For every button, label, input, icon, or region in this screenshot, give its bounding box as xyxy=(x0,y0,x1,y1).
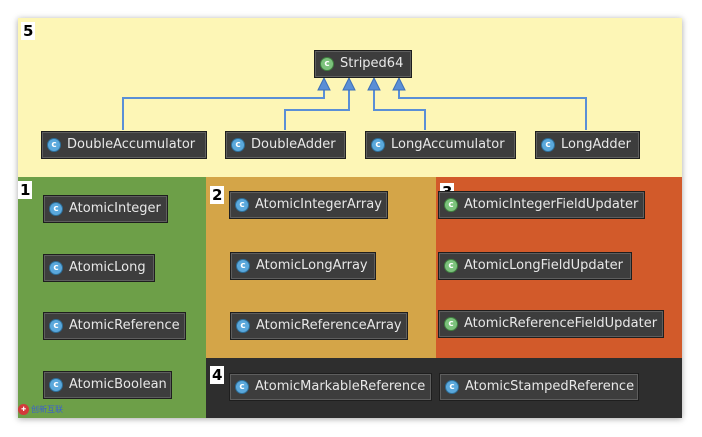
class-label: AtomicLongArray xyxy=(256,258,368,273)
region-number-4: 4 xyxy=(210,366,225,384)
class-node-atomiclongarray[interactable]: c AtomicLongArray xyxy=(230,252,376,280)
class-node-atomicmarkablereference[interactable]: c AtomicMarkableReference xyxy=(229,373,432,401)
class-node-atomicreferencefieldupdater[interactable]: c AtomicReferenceFieldUpdater xyxy=(438,310,664,338)
class-node-atomiclongfieldupdater[interactable]: c AtomicLongFieldUpdater xyxy=(438,252,632,280)
arrowhead-1 xyxy=(317,76,331,91)
arrowhead-3 xyxy=(367,76,381,91)
abstract-class-icon: c xyxy=(444,259,458,273)
class-label: AtomicLong xyxy=(69,260,146,275)
class-icon: c xyxy=(236,319,250,333)
arrowhead-2 xyxy=(342,76,356,91)
region-number-5: 5 xyxy=(21,22,36,40)
class-label: AtomicInteger xyxy=(69,201,161,216)
class-icon: c xyxy=(49,202,63,216)
class-label: AtomicStampedReference xyxy=(465,379,635,394)
class-node-longadder[interactable]: c LongAdder xyxy=(535,131,640,159)
class-icon: c xyxy=(445,380,459,394)
class-label: AtomicReferenceArray xyxy=(256,318,402,333)
region-number-2: 2 xyxy=(210,186,225,204)
class-node-atomicintegerfieldupdater[interactable]: c AtomicIntegerFieldUpdater xyxy=(438,191,645,219)
class-node-doubleaccumulator[interactable]: c DoubleAccumulator xyxy=(41,131,207,159)
class-label: AtomicIntegerFieldUpdater xyxy=(464,197,639,212)
class-node-atomicboolean[interactable]: c AtomicBoolean xyxy=(43,371,172,399)
class-node-atomicreference[interactable]: c AtomicReference xyxy=(43,312,186,340)
class-label: AtomicReferenceFieldUpdater xyxy=(464,316,658,331)
abstract-class-icon: c xyxy=(444,317,458,331)
class-icon: c xyxy=(231,138,245,152)
class-icon: c xyxy=(49,319,63,333)
class-node-longaccumulator[interactable]: c LongAccumulator xyxy=(365,131,516,159)
class-label: DoubleAdder xyxy=(251,137,336,152)
diagram-canvas: 5 1 2 3 4 c Striped64 c DoubleAccumulato… xyxy=(18,18,682,418)
class-label: AtomicMarkableReference xyxy=(255,379,426,394)
class-icon: c xyxy=(236,259,250,273)
abstract-class-icon: c xyxy=(320,57,334,71)
class-node-doubleadder[interactable]: c DoubleAdder xyxy=(225,131,346,159)
abstract-class-icon: c xyxy=(444,198,458,212)
edge-longadder xyxy=(398,88,587,130)
edge-longaccumulator xyxy=(373,88,426,130)
watermark-text: 创新互联 xyxy=(31,405,63,414)
class-node-atomicstampedreference[interactable]: c AtomicStampedReference xyxy=(439,373,639,401)
class-label: DoubleAccumulator xyxy=(67,137,196,152)
edge-doubleaccumulator xyxy=(122,88,325,130)
class-icon: c xyxy=(235,198,249,212)
class-icon: c xyxy=(49,378,63,392)
inheritance-edges xyxy=(122,76,587,130)
class-label: LongAdder xyxy=(561,137,631,152)
class-node-atomiclong[interactable]: c AtomicLong xyxy=(43,254,155,282)
class-node-atomicintegerarray[interactable]: c AtomicIntegerArray xyxy=(229,191,388,219)
class-label: Striped64 xyxy=(340,56,404,71)
class-label: AtomicIntegerArray xyxy=(255,197,382,212)
class-label: AtomicReference xyxy=(69,318,180,333)
class-label: LongAccumulator xyxy=(391,137,505,152)
watermark: ✚ 创新互联 xyxy=(18,404,63,415)
class-icon: c xyxy=(541,138,555,152)
class-label: AtomicBoolean xyxy=(69,377,167,392)
class-icon: c xyxy=(49,261,63,275)
class-node-atomicreferencearray[interactable]: c AtomicReferenceArray xyxy=(230,312,408,340)
class-node-atomicinteger[interactable]: c AtomicInteger xyxy=(43,195,168,223)
arrowhead-4 xyxy=(392,76,406,91)
class-icon: c xyxy=(47,138,61,152)
class-icon: c xyxy=(371,138,385,152)
watermark-logo-icon: ✚ xyxy=(18,404,29,415)
class-label: AtomicLongFieldUpdater xyxy=(464,258,624,273)
class-node-striped64[interactable]: c Striped64 xyxy=(314,50,412,78)
class-icon: c xyxy=(235,380,249,394)
edge-doubleadder xyxy=(284,88,350,130)
region-number-1: 1 xyxy=(18,181,33,199)
